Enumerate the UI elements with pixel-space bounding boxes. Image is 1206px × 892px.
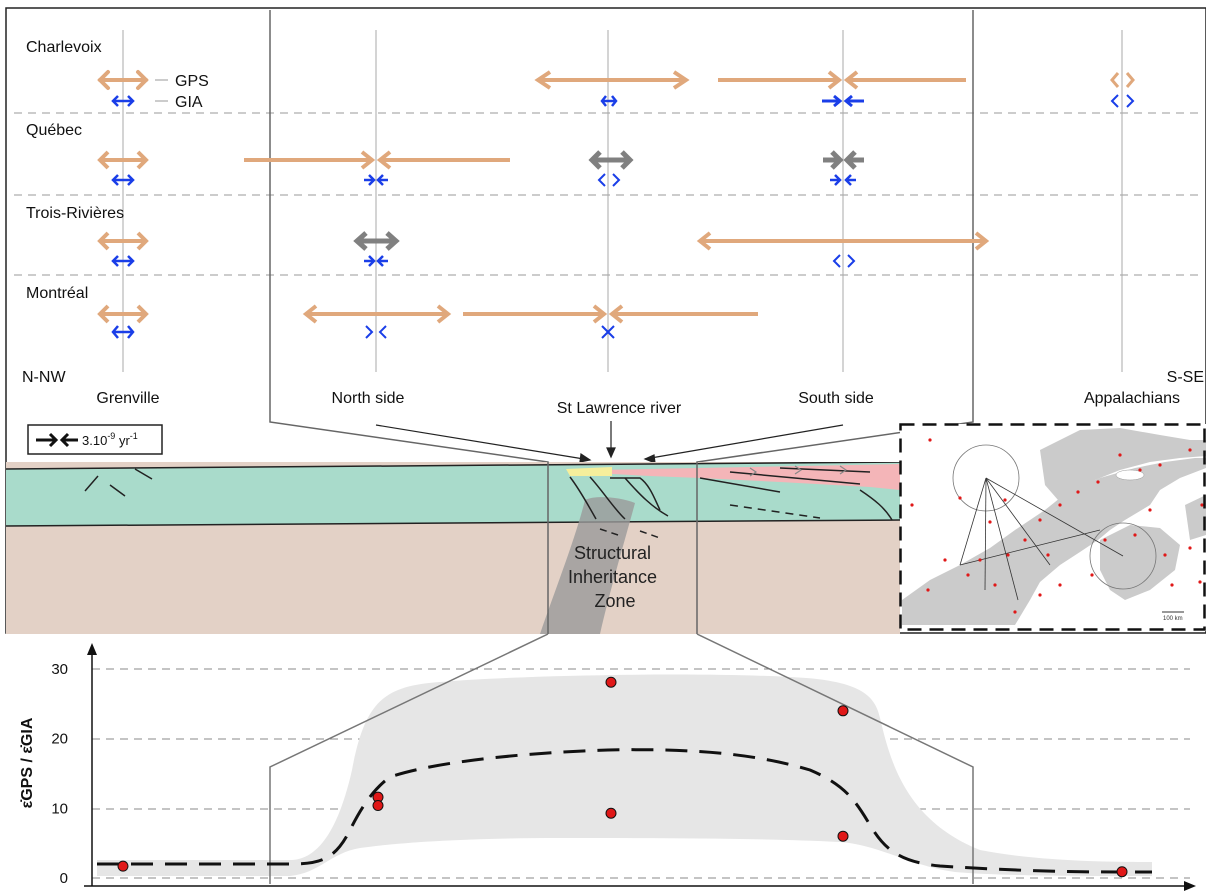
gps-arrow-extension — [696, 231, 990, 251]
green-crust-layer — [6, 462, 900, 526]
y-tick-label: 10 — [51, 800, 68, 817]
gia-arrow-compression — [364, 174, 388, 186]
ratio-points — [117, 676, 1128, 878]
gps-gia-legend: GPS GIA — [155, 73, 209, 111]
uncertainty-band — [97, 674, 1152, 876]
y-tick-label: 30 — [51, 661, 68, 678]
ratio-point — [605, 807, 617, 819]
map-frame — [899, 423, 1206, 631]
fault-traces — [84, 467, 893, 539]
column-label-grenville: Grenville — [96, 390, 159, 407]
column-label-north-side: North side — [332, 390, 405, 407]
chart-funnel-right — [696, 633, 974, 884]
y-axis-label: ε̇GPS / ε̇GIA — [19, 717, 36, 808]
gps-arrow-extension — [97, 304, 149, 324]
orientation-right: S-SE — [1167, 369, 1204, 386]
column-label-appalachians: Appalachians — [1084, 390, 1180, 407]
river-pointer-arrows — [375, 421, 844, 464]
gps-arrow-compression — [244, 150, 510, 170]
legend-gps-label: GPS — [175, 73, 209, 90]
ratio-point — [837, 705, 849, 717]
region-label-charlevoix: Charlevoix — [26, 39, 102, 56]
maritimes-land — [1100, 525, 1180, 600]
anticosti-island — [1115, 469, 1145, 481]
zone-label: Structural Inheritance Zone — [568, 543, 662, 611]
gia-arrow-compression — [822, 94, 864, 108]
ratio-point — [1116, 866, 1128, 878]
axes — [84, 643, 1196, 891]
strain-rate-scale: 3.10-9 yr-1 — [27, 424, 163, 455]
map-scale-bar: 100 km — [1162, 611, 1184, 622]
region-label-montreal: Montréal — [26, 285, 88, 302]
gia-arrow-extension — [111, 174, 135, 186]
gia-arrow-compression — [364, 255, 388, 267]
ratio-point — [372, 800, 384, 812]
map-inset: 100 km — [899, 423, 1206, 631]
gps-station-points — [910, 438, 1204, 614]
gps-arrow-extension — [97, 231, 149, 251]
gia-arrow-extension — [597, 173, 621, 187]
newfoundland-land — [1185, 495, 1206, 540]
y-tick-label: 0 — [60, 870, 68, 887]
gps-arrow-extension — [302, 304, 452, 324]
ratio-point — [605, 676, 617, 688]
gps-arrow-extension — [588, 150, 634, 170]
ratio-point — [837, 830, 849, 842]
y-axis-ticks: 0 10 20 30 — [51, 661, 68, 887]
gia-arrow-extension — [111, 95, 135, 107]
column-label-st-lawrence: St Lawrence river — [557, 400, 682, 417]
gps-arrow-compression — [718, 70, 966, 90]
gia-arrow-extension — [111, 325, 135, 339]
gia-arrow-extension — [1110, 94, 1135, 108]
ratio-chart: 0 10 20 30 ε̇GPS / ε̇GIA — [19, 633, 1196, 891]
geological-cross-section: Structural Inheritance Zone — [6, 462, 900, 634]
map-scale-text: 100 km — [1163, 616, 1183, 622]
gps-arrow-extension — [97, 150, 149, 170]
scale-label: 3.10-9 yr-1 — [82, 431, 138, 448]
orientation-left: N-NW — [22, 369, 66, 386]
ratio-point — [117, 860, 129, 872]
inheritance-zone-band — [540, 497, 635, 634]
gps-arrow-compression — [463, 304, 758, 324]
gps-arrow-extension — [534, 70, 690, 90]
gps-arrow-compression — [823, 150, 864, 170]
gia-arrow-extension — [111, 255, 135, 267]
gia-arrow-compression — [830, 174, 856, 186]
yellow-sediment-layer — [566, 467, 612, 476]
column-label-south-side: South side — [798, 390, 874, 407]
trend-line — [97, 748, 1152, 874]
gps-arrow-extension — [1110, 72, 1135, 88]
profile-lines — [959, 477, 1124, 601]
legend-gia-label: GIA — [175, 94, 203, 111]
gaspe-land — [1040, 428, 1206, 500]
gps-arrow-extension — [97, 70, 149, 90]
gia-arrow-compression — [365, 325, 387, 339]
gia-arrow-extension — [600, 95, 618, 107]
gia-arrow-extension — [832, 254, 856, 268]
region-label-trois-rivieres: Trois-Rivières — [26, 205, 124, 222]
strain-arrow-panel: Charlevoix Québec Trois-Rivières Montréa… — [5, 7, 1206, 634]
y-tick-label: 20 — [51, 731, 68, 748]
gps-arrow-extension — [353, 231, 400, 251]
chart-funnel-left — [269, 633, 549, 884]
region-separators — [14, 112, 1200, 276]
gia-arrow-compression — [601, 325, 615, 339]
region-label-quebec: Québec — [26, 122, 82, 139]
